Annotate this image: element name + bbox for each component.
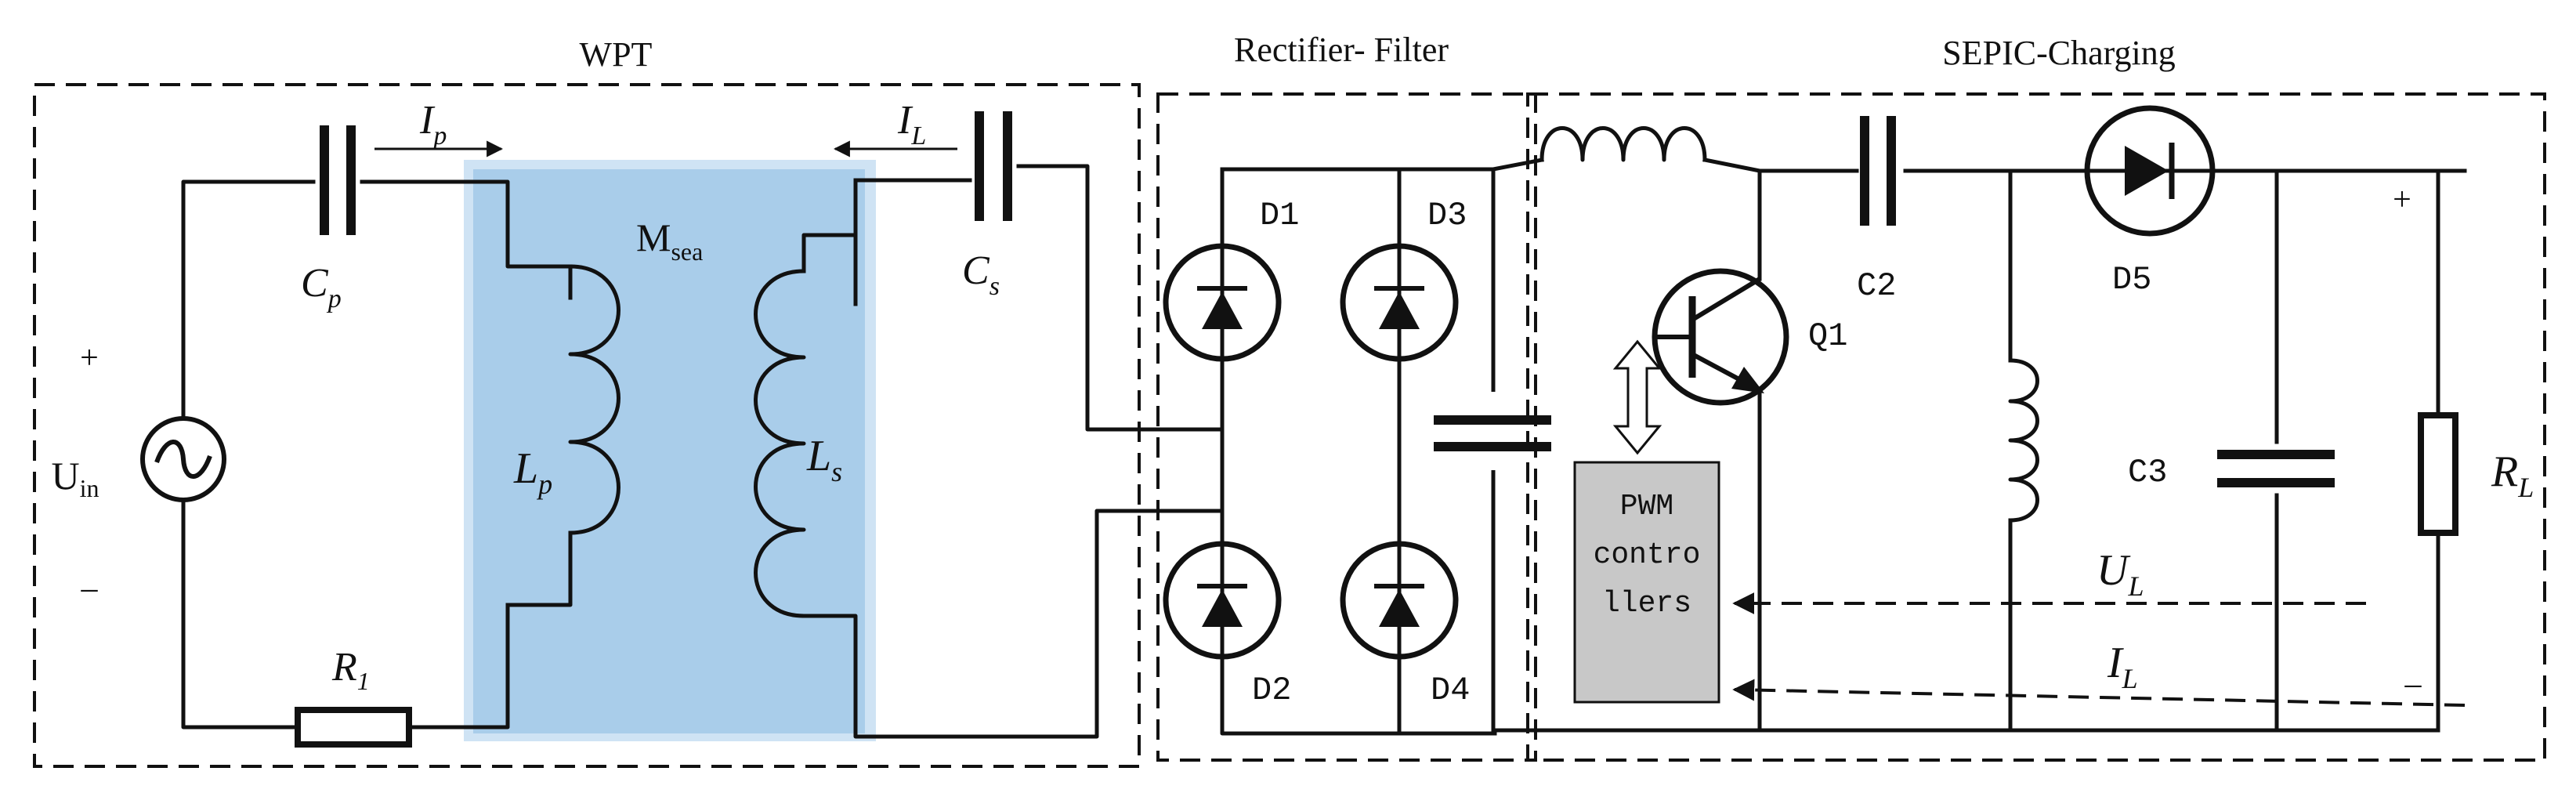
cp-capacitor [320, 125, 356, 235]
ls-label: Ls [806, 432, 842, 487]
cs-label: Cs [962, 248, 1000, 301]
diode-d1 [1163, 243, 1282, 362]
section-frames [33, 83, 2546, 768]
pwm-label-line1: PWM [1620, 490, 1673, 523]
r1-label: R1 [331, 645, 370, 695]
ac-source [140, 416, 226, 502]
diode-d5 [2084, 105, 2216, 237]
sepic-section-title: SEPIC-Charging [1942, 34, 2175, 72]
source-minus: – [81, 570, 99, 607]
primary-circuit [181, 179, 573, 730]
wpt-section-title: WPT [580, 35, 653, 74]
filter-capacitor [1434, 392, 1551, 470]
c3-label: C3 [2128, 454, 2167, 491]
output-minus: – [2404, 666, 2422, 702]
q1-label: Q1 [1808, 317, 1847, 355]
diode-d4 [1340, 541, 1459, 660]
secondary-circuit [801, 164, 1225, 739]
diode-d2 [1163, 541, 1282, 660]
c2-label: C2 [1857, 267, 1896, 305]
pwm-label-line2: contro [1594, 538, 1701, 572]
source-plus: + [80, 340, 99, 376]
lp-label: Lp [513, 444, 552, 500]
rectifier-section-frame [1156, 92, 1537, 762]
r1-resistor [295, 707, 412, 748]
sepic-shunt-inductor [2008, 358, 2039, 523]
pwm-label-line3: llers [1602, 587, 1691, 621]
d5-label: D5 [2112, 261, 2151, 299]
d2-label: D2 [1252, 672, 1291, 709]
ul-label: UL [2097, 546, 2144, 602]
rectifier-section-title: Rectifier- Filter [1234, 31, 1449, 69]
c2-capacitor [1860, 116, 1896, 226]
wpt-section-frame [33, 83, 1141, 768]
c3-capacitor [2217, 450, 2335, 487]
pwm-control-arrow [1612, 339, 1662, 455]
rl-resistor [2418, 412, 2458, 536]
rl-label: RL [2491, 447, 2534, 503]
d3-label: D3 [1427, 197, 1467, 234]
il-sense-line [1732, 679, 2466, 707]
pwm-controller-box [1573, 461, 1720, 704]
sepic-wiring [1491, 158, 2467, 733]
d1-label: D1 [1260, 197, 1299, 234]
lp-coil [568, 264, 620, 535]
msea-label: Msea [636, 215, 703, 266]
d4-label: D4 [1431, 672, 1470, 709]
sepic-section-frame [1526, 92, 2546, 762]
coupling-region [473, 169, 865, 733]
il-wpt-label: IL [897, 98, 926, 150]
output-plus: + [2393, 182, 2411, 218]
il-sepic-label: IL [2107, 639, 2138, 694]
cp-label: Cp [301, 261, 342, 313]
source-label: Uin [52, 454, 99, 502]
sepic-input-inductor [1539, 126, 1707, 162]
diode-d3 [1340, 243, 1459, 362]
transistor-q1 [1652, 268, 1789, 406]
ls-coil [754, 269, 806, 618]
ip-label: Ip [419, 98, 447, 150]
cs-capacitor [975, 111, 1012, 221]
